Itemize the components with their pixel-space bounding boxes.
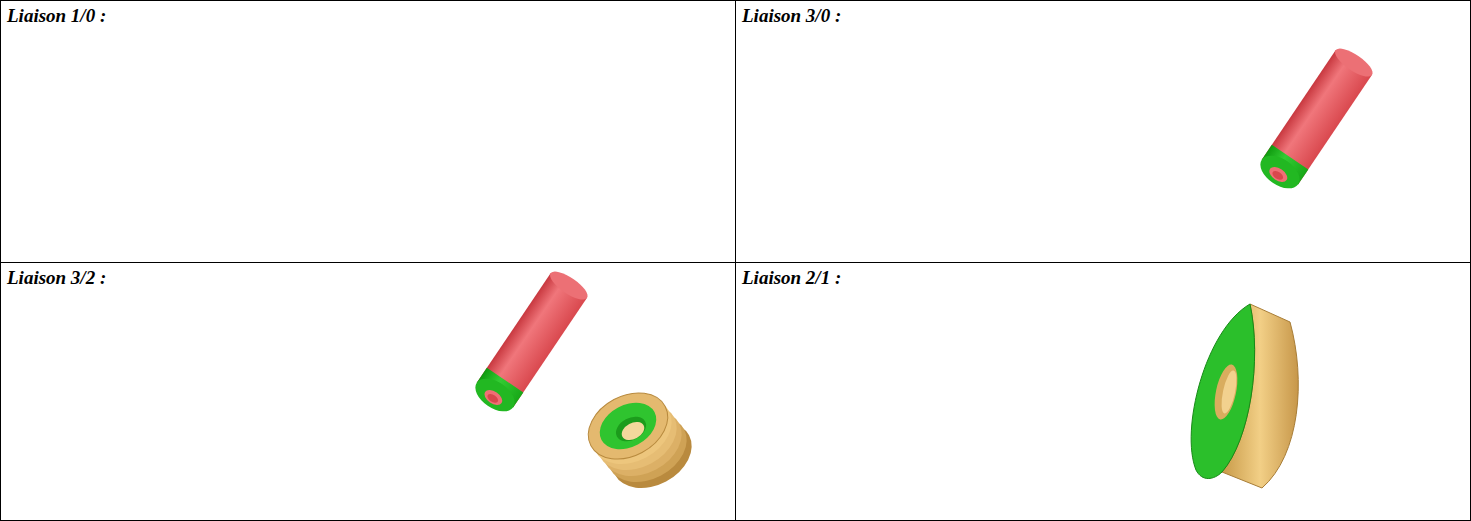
pin-part [1254,44,1376,195]
table-cell: Liaison 3/0 : [735,0,1471,263]
link-heading: Liaison 2/1 : [742,267,841,289]
table-cell: Liaison 2/1 : [735,262,1471,521]
ring-part [577,380,703,501]
table-cell: Liaison 1/0 : [0,0,736,263]
link-heading: Liaison 1/0 : [7,5,106,27]
link-heading: Liaison 3/2 : [7,267,106,289]
pin-part [469,267,591,418]
link-heading: Liaison 3/0 : [742,5,841,27]
table-cell: Liaison 3/2 : [0,262,736,521]
half-disc-part [1191,304,1298,488]
